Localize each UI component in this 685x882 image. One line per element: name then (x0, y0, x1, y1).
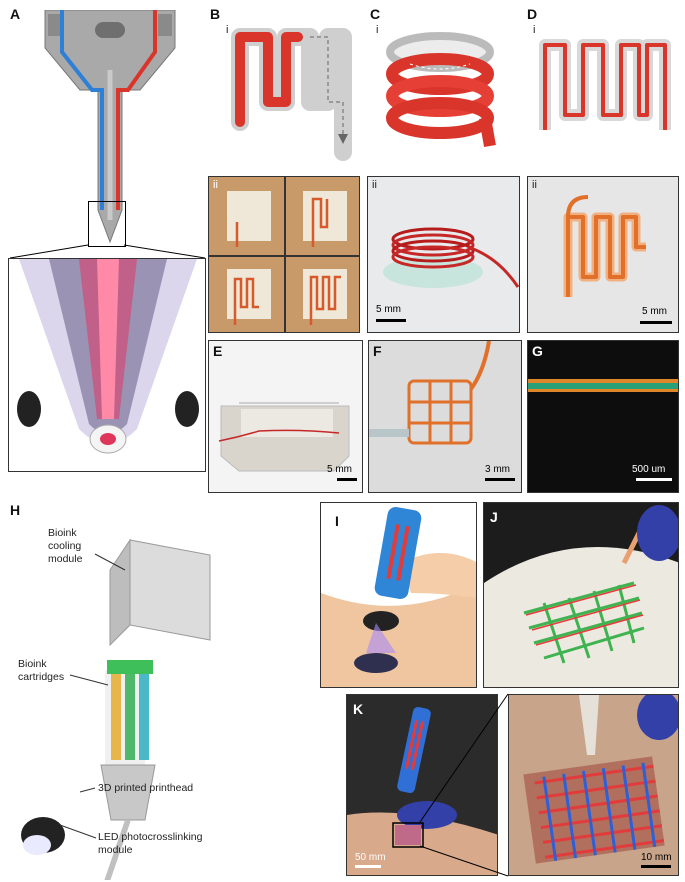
scalebar-label-k-right: 10 mm (641, 852, 672, 863)
scalebar-k-right (641, 865, 671, 868)
skin-grid-closeup (509, 695, 679, 876)
panel-k-right: 10 mm (508, 694, 679, 876)
